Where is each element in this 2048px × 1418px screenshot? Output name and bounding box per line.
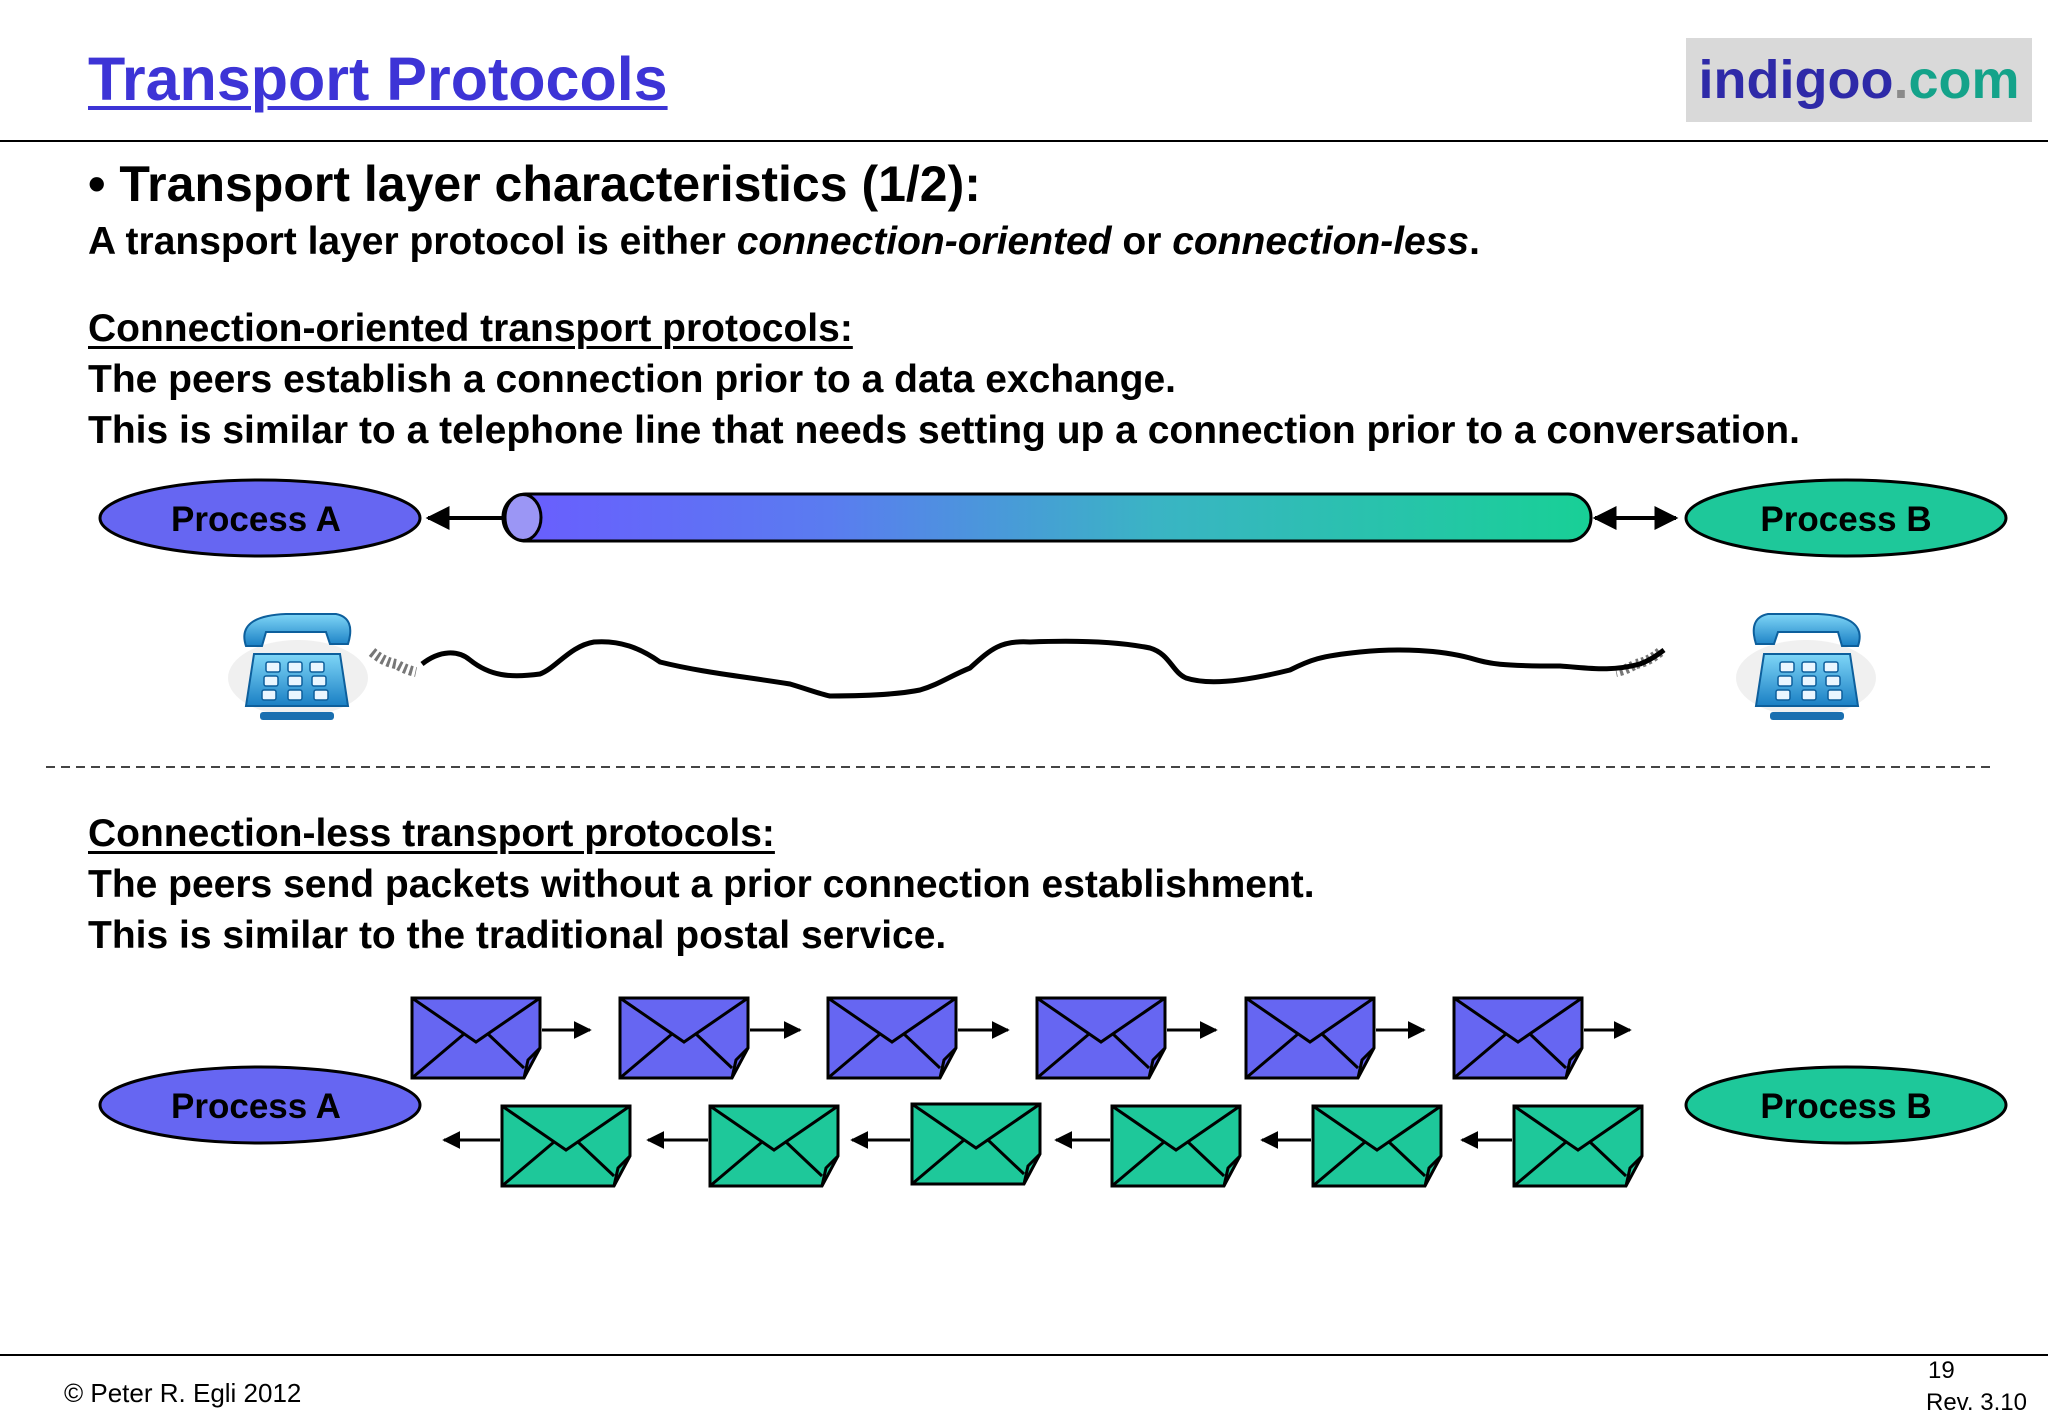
envelope-icon [826,996,958,1080]
telephone-icon [227,613,369,721]
process-a-ellipse [98,1065,422,1145]
connection-less-heading: Connection-less transport protocols: [88,812,775,855]
envelope-icon [618,996,750,1080]
telephone-icon [1735,613,1877,721]
footer-divider [0,1354,2048,1356]
bullet-heading: • Transport layer characteristics (1/2): [88,156,981,212]
envelope-icon [910,1102,1042,1186]
intro-prefix: A transport layer protocol is either [88,220,737,263]
intro-term-connection-oriented: connection-oriented [736,220,1112,263]
process-a-label: Process A [171,500,341,539]
brand-dot: . [1893,50,1909,110]
envelope-icon [1110,1104,1242,1188]
connection-oriented-line1: The peers establish a connection prior t… [88,358,1176,401]
slide-title: Transport Protocols [88,45,668,113]
header-divider [0,140,2048,142]
process-b-label: Process B [1760,500,1931,539]
envelope-icon [1452,996,1584,1080]
process-b-ellipse [1684,478,2008,558]
process-a-ellipse [98,478,422,558]
revision-label: Rev. 3.10 [1926,1389,2027,1416]
page-number: 19 [1928,1357,1955,1384]
connection-oriented-line2: This is similar to a telephone line that… [88,409,1800,452]
connection-oriented-heading: Connection-oriented transport protocols: [88,307,853,350]
envelope-icon [1512,1104,1644,1188]
process-a-label: Process A [171,1087,341,1126]
envelope-icon [1311,1104,1443,1188]
envelope-icon [708,1104,840,1188]
envelope-icon [1035,996,1167,1080]
intro-suffix: . [1469,220,1480,263]
brand-logo: indigoo.com [1686,38,2032,122]
connection-pipe [501,492,1593,543]
brand-tld: com [1908,50,2020,110]
envelope-icon [500,1104,632,1188]
envelope-icon [1244,996,1376,1080]
footer-copyright: © Peter R. Egli 2012 [64,1378,302,1408]
connection-less-line2: This is similar to the traditional posta… [88,914,947,957]
process-b-ellipse [1684,1065,2008,1145]
brand-name: indigoo [1698,50,1894,110]
process-b-label: Process B [1760,1087,1931,1126]
intro-middle: or [1111,220,1173,263]
connection-less-line1: The peers send packets without a prior c… [88,863,1315,906]
phone-cord [368,648,418,677]
intro-text: A transport layer protocol is either con… [88,220,1480,264]
envelope-icon [410,996,542,1080]
intro-term-connection-less: connection-less [1172,220,1470,263]
pipe-end-cap [503,493,543,542]
telephone-wire [420,638,1666,699]
